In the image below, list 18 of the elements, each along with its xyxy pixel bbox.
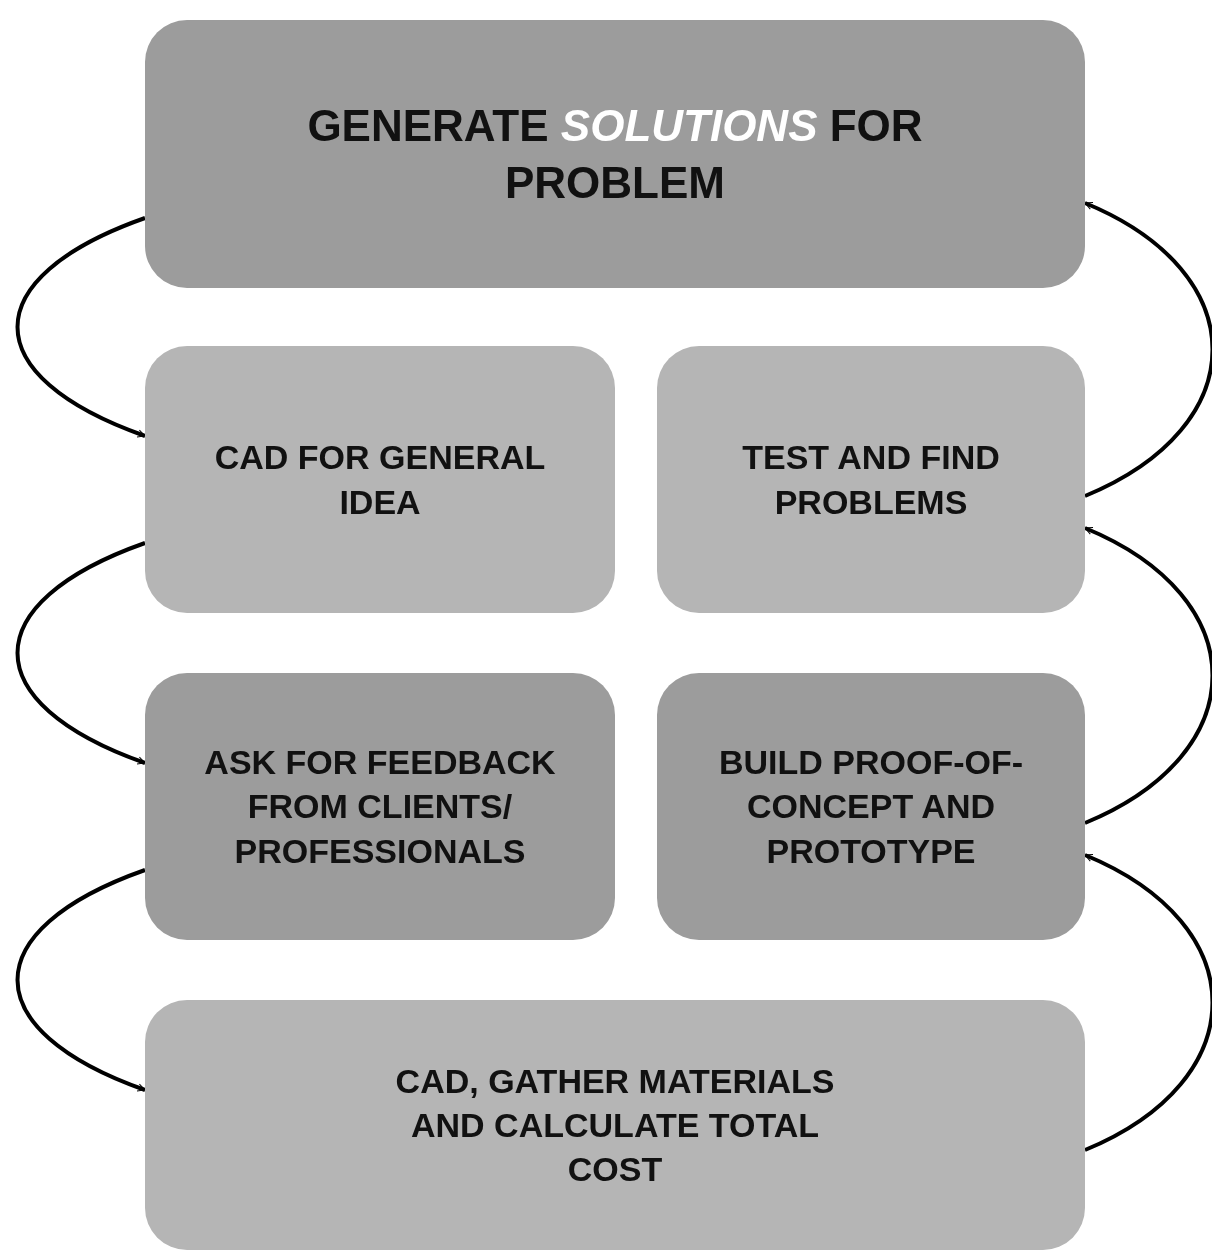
box-text: GENERATE SOLUTIONS FOR PROBLEM	[306, 99, 924, 209]
curved-arrow	[15, 216, 146, 438]
process-box	[145, 673, 615, 940]
box-text: TEST AND FIND PROBLEMS	[741, 437, 1001, 523]
process-box	[657, 346, 1085, 613]
curved-arrow	[1084, 201, 1212, 498]
curved-arrow	[1084, 526, 1212, 825]
box-text: ASK FOR FEEDBACK FROM CLIENTS/ PROFESSIONALS	[203, 742, 557, 872]
box-text: CAD FOR GENERAL IDEA	[213, 437, 547, 523]
box-text: CAD, GATHER MATERIALS AND CALCULATE TOTAL COST	[394, 1060, 836, 1191]
curved-arrow	[15, 868, 146, 1092]
box-text: BUILD PROOF-OF- CONCEPT AND PROTOTYPE	[717, 742, 1025, 872]
curved-arrow	[1084, 853, 1212, 1152]
process-box	[145, 1000, 1085, 1250]
curved-arrow	[15, 541, 146, 765]
process-box	[145, 20, 1085, 288]
process-box	[657, 673, 1085, 940]
process-box	[145, 346, 615, 613]
